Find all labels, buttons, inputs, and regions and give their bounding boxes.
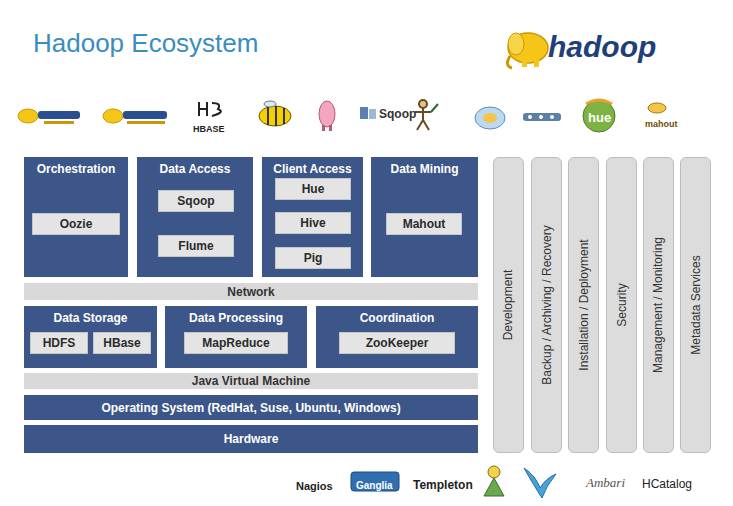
templeton-icon (484, 466, 504, 496)
component-box: ZooKeeper (339, 332, 455, 354)
title-holder: Hadoop Ecosystem (33, 28, 258, 59)
component-box: Flume (158, 235, 234, 257)
node-text: Installation / Deployment (577, 239, 591, 370)
mahout-logo-text: mahout (645, 119, 678, 129)
hive-logo (259, 101, 291, 126)
component-box: Pig (275, 247, 351, 269)
cross-cutting-column: Security (606, 157, 637, 453)
node-text: Flume (178, 239, 213, 253)
cross-cutting-column: Installation / Deployment (568, 157, 599, 453)
hbase-logo (199, 102, 221, 116)
layer-group-box: Data ProcessingMapReduce (165, 306, 307, 368)
cross-cutting-column: Development (493, 157, 524, 453)
node-text: Java Virtual Machine (192, 374, 311, 388)
layer-group-box: Data AccessSqoopFlume (137, 157, 253, 277)
component-box: Sqoop (158, 190, 234, 212)
component-box: HBase (93, 332, 151, 354)
node-text: Mahout (403, 217, 446, 231)
node-text: Client Access (273, 162, 351, 176)
node-text: Network (227, 285, 274, 299)
ambari-logo-text: Ambari (586, 475, 625, 491)
node-text: HBase (103, 336, 140, 350)
cross-cutting-column: Backup / Archiving / Recovery (531, 157, 562, 453)
node-text: Hardware (224, 432, 279, 446)
component-box: MapReduce (184, 332, 288, 354)
node-text: ZooKeeper (366, 336, 429, 350)
platform-band: Operating System (RedHat, Suse, Ubuntu, … (24, 395, 478, 420)
logo-label-holder: hadoop (548, 30, 656, 64)
node-text: Sqoop (177, 194, 214, 208)
node-text: Metadata Services (689, 255, 703, 354)
node-text: Hue (302, 182, 325, 196)
node-text: Development (502, 270, 516, 341)
nagios-logo-text: Nagios (296, 480, 333, 492)
node-text: Data Processing (189, 311, 283, 325)
logo-label-holder: Templeton (413, 475, 473, 493)
node-text: Data Storage (53, 311, 127, 325)
component-box: Hive (275, 212, 351, 234)
layer-group-box: CoordinationZooKeeper (316, 306, 478, 368)
node-text: Coordination (360, 311, 435, 325)
pig-logo (319, 101, 335, 131)
cross-cutting-column: Metadata Services (680, 157, 711, 453)
node-text: Management / Monitoring (652, 237, 666, 373)
node-text: Data Mining (391, 162, 459, 176)
component-box: Oozie (32, 213, 120, 235)
page-title: Hadoop Ecosystem (33, 28, 258, 59)
layer-group-box: Data MiningMahout (371, 157, 478, 277)
layer-group-box: OrchestrationOozie (24, 157, 128, 277)
hadoop-elephant-logo (507, 33, 548, 68)
node-text: Orchestration (37, 162, 116, 176)
cross-cutting-column: Management / Monitoring (643, 157, 674, 453)
mahout-elephant (648, 103, 666, 113)
ganglia-logo-text: Ganglia (356, 480, 393, 491)
node-text: Oozie (60, 217, 93, 231)
layer-group-box: Data StorageHDFS HBase (24, 306, 157, 368)
logo-label-holder: mahout (645, 113, 678, 131)
layer-group-box: Client AccessHueHivePig (262, 157, 363, 277)
node-text: Data Access (160, 162, 231, 176)
node-text: Security (615, 283, 629, 326)
logo-label-holder: Nagios (296, 476, 333, 494)
component-box: Hue (275, 178, 351, 200)
hue-logo-text: hue (588, 110, 611, 125)
node-text: Backup / Archiving / Recovery (540, 225, 554, 384)
logo-label-holder: HBASE (193, 118, 225, 136)
hcatalog-logo-text: HCatalog (642, 477, 692, 491)
platform-band: Hardware (24, 425, 478, 453)
node-text: Operating System (RedHat, Suse, Ubuntu, … (101, 401, 400, 415)
logo-label-holder: hue (588, 108, 611, 126)
logo-label-holder: Ganglia (356, 475, 393, 493)
hdfs-logo (18, 109, 80, 124)
zookeeper-logo (523, 113, 561, 121)
oozie-logo (475, 107, 505, 129)
layer-band: Java Virtual Machine (24, 373, 478, 389)
hbase-logo-text: HBASE (193, 124, 225, 134)
hadoop-logo-text: hadoop (548, 30, 656, 64)
logo-label-holder: Sqoop (379, 104, 416, 122)
sqoop-logo-text: Sqoop (379, 107, 416, 121)
node-text: Hive (300, 216, 325, 230)
layer-band: Network (24, 283, 478, 300)
hummingbird-icon (524, 468, 556, 498)
hue-logo (583, 100, 615, 132)
node-text: Pig (304, 251, 323, 265)
logo-label-holder: HCatalog (642, 474, 692, 492)
component-box: HDFS (30, 332, 88, 354)
component-box: Mahout (386, 213, 462, 235)
node-text: MapReduce (202, 336, 269, 350)
mapreduce-logo (103, 109, 167, 124)
logo-label-holder: Ambari (586, 473, 625, 491)
templeton-logo-text: Templeton (413, 478, 473, 492)
node-text: HDFS (43, 336, 76, 350)
ganglia-logo (351, 472, 399, 491)
flume-logo (415, 100, 438, 130)
sqoop-icon (360, 107, 376, 119)
